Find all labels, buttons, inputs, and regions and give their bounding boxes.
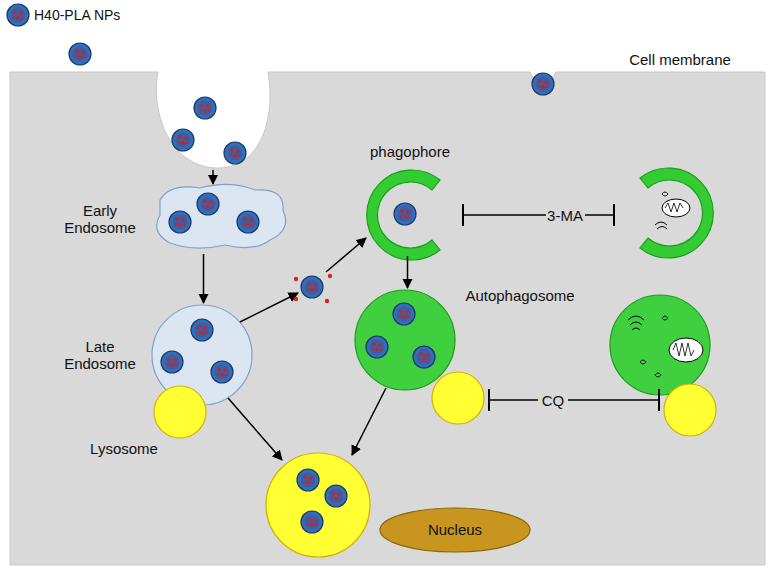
phagophore-shape xyxy=(640,168,713,258)
nanoparticle xyxy=(297,469,319,491)
inhibition-line xyxy=(568,399,659,401)
inhibition-line xyxy=(585,214,614,216)
nanoparticle xyxy=(301,511,323,533)
autophagosome-node: Autophagosome xyxy=(355,290,455,390)
inhibition-bar xyxy=(462,204,464,226)
lysosome-node: Lysosome xyxy=(154,386,206,438)
mitochondrion xyxy=(662,199,690,217)
arrow xyxy=(326,238,366,272)
drug-dot xyxy=(294,297,298,301)
inhibition-bar xyxy=(488,389,490,411)
nanoparticle xyxy=(211,361,233,383)
nanoparticle xyxy=(169,211,191,233)
early-endosome-shape xyxy=(157,184,286,248)
nanoparticle xyxy=(366,336,388,358)
nucleus-node: Nucleus xyxy=(380,508,530,552)
nanoparticle xyxy=(172,129,194,151)
nanoparticle xyxy=(532,73,554,95)
inhibitor-label: 3-MA xyxy=(547,207,583,224)
arrow xyxy=(240,293,298,322)
arrow xyxy=(228,398,282,460)
nanoparticle xyxy=(161,351,183,373)
mitochondrion xyxy=(669,338,703,362)
late-endosome-label: Late Endosome xyxy=(54,338,146,373)
autolysosome-shape xyxy=(266,453,370,557)
mitochondrion-cristae xyxy=(665,203,683,212)
ribosome xyxy=(662,192,668,196)
nanoparticle xyxy=(325,485,347,507)
legend: H40-PLA NPs xyxy=(6,3,120,27)
early-endosome-label: Early Endosome xyxy=(54,202,146,237)
golgi xyxy=(655,222,667,229)
nanoparticle xyxy=(194,97,216,119)
phagophore-shape xyxy=(367,170,440,260)
mitochondrion-cristae xyxy=(673,343,694,356)
lysosome-shape xyxy=(432,372,484,424)
autophagosome-shape xyxy=(355,290,455,390)
lysosome-shape xyxy=(664,384,716,436)
legend-text: H40-PLA NPs xyxy=(34,7,120,23)
nanoparticle xyxy=(191,319,213,341)
nanoparticle xyxy=(394,203,416,225)
nanoparticle xyxy=(224,142,246,164)
late-endosome-node: Late Endosome xyxy=(152,305,252,405)
legend-item: H40-PLA NPs xyxy=(6,3,120,27)
inhibition-line xyxy=(463,214,546,216)
arrow xyxy=(212,170,214,184)
cell-node: Cell membranephagophoreEarly EndosomeAut… xyxy=(10,72,765,565)
flow-arrow xyxy=(407,256,409,288)
inhibition-line xyxy=(489,399,538,401)
nanoparticle xyxy=(413,346,435,368)
autophagosome-shape xyxy=(610,295,710,395)
lysosome-label: Lysosome xyxy=(90,440,158,457)
drug-dot xyxy=(328,274,332,278)
nanoparticle xyxy=(197,193,219,215)
legend-swatch xyxy=(6,3,30,27)
cell-label: Cell membrane xyxy=(629,51,731,68)
nucleus-label: Nucleus xyxy=(428,521,482,538)
phagophore-node: phagophore xyxy=(365,170,450,255)
ribosome xyxy=(640,316,668,377)
inhibitor-label: CQ xyxy=(542,392,565,409)
flow-arrow xyxy=(203,254,205,303)
phagophore-label: phagophore xyxy=(370,143,450,160)
inhibition-bar xyxy=(613,204,615,226)
autophagosome-label: Autophagosome xyxy=(465,287,574,304)
early-endosome-node: Early Endosome xyxy=(155,183,290,253)
nanoparticle xyxy=(393,303,415,325)
arrow xyxy=(352,388,386,455)
golgi xyxy=(628,316,644,330)
lysosome-shape xyxy=(154,386,206,438)
nanoparticle xyxy=(237,211,259,233)
nanoparticle xyxy=(301,276,323,298)
nanoparticle xyxy=(69,43,91,65)
cell-body xyxy=(10,72,765,565)
drug-dot xyxy=(294,277,298,281)
nucleus-shape xyxy=(380,508,530,552)
figure-part xyxy=(7,4,29,26)
inhibition-bar xyxy=(658,389,660,411)
drug-dot xyxy=(325,299,329,303)
